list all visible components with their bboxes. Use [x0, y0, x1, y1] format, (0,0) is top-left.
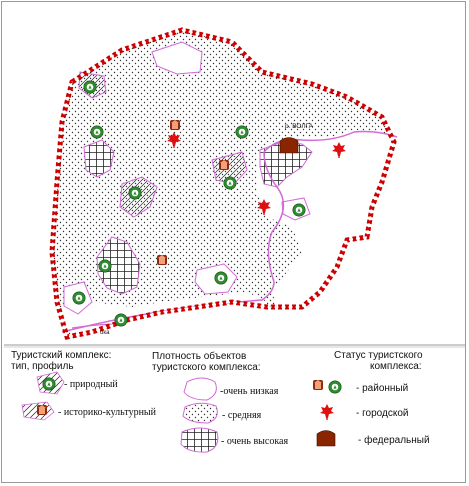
historic-complex-icon[interactable]	[170, 120, 180, 130]
volga-river-label: р. ВОЛГА	[285, 123, 314, 130]
legend-status-header-line1: Статус туристского	[334, 350, 423, 361]
legend-type-natural-label: - природный	[64, 379, 118, 390]
map-area: р. ВОЛГА ока	[49, 27, 398, 340]
legend-density-header-line2: туристского комплекса:	[152, 362, 261, 373]
density-medium-zone	[151, 41, 203, 75]
legend-status-city-label: - городской	[356, 408, 409, 419]
density-high-zone	[96, 236, 141, 295]
oka-river-label: ока	[100, 330, 110, 336]
natural-complex-icon[interactable]	[72, 291, 86, 305]
federal-complex-icon[interactable]	[279, 137, 299, 154]
natural-complex-icon[interactable]	[223, 176, 237, 190]
natural-complex-icon[interactable]	[90, 125, 104, 139]
region-boundary-inner	[51, 29, 395, 338]
legend-density-very-high-label: - очень высокая	[221, 436, 289, 447]
density-high-zones	[83, 139, 313, 295]
legend-status-header-line2: комплекса:	[370, 361, 422, 372]
legend-type-historic-label: - историко-культурный	[58, 407, 156, 418]
legend-type-header-line2: тип, профиль	[11, 361, 74, 372]
legend-natural-icon	[42, 377, 56, 391]
legend-district-icon	[313, 380, 323, 390]
natural-complex-icon[interactable]	[235, 125, 249, 139]
legend-density-very-low-swatch	[183, 377, 217, 401]
legend-density-header-line1: Плотность объектов	[152, 351, 247, 362]
legend-city-icon	[320, 404, 334, 420]
legend-status-district-label: - районный	[356, 383, 409, 394]
natural-complex-icon[interactable]	[292, 203, 306, 217]
historic-complex-icon[interactable]	[219, 160, 229, 170]
legend-symbols	[21, 371, 342, 453]
density-high-zone	[83, 139, 115, 178]
legend-type-header-line1: Туристский комплекс:	[11, 350, 112, 361]
legend-density-very-high-swatch	[180, 427, 219, 453]
legend-density-medium-swatch	[182, 402, 218, 424]
legend-federal-icon	[316, 430, 336, 447]
legend-status-federal-label: - федеральный	[358, 435, 430, 446]
legend-historic-icon	[37, 405, 47, 415]
natural-complex-icon[interactable]	[214, 271, 228, 285]
historic-complex-icon[interactable]	[157, 255, 167, 265]
legend-density-medium-label: - средняя	[222, 410, 262, 421]
natural-complex-icon[interactable]	[128, 186, 142, 200]
natural-complex-icon[interactable]	[83, 80, 97, 94]
natural-complex-icon[interactable]	[114, 313, 128, 327]
density-medium-zone	[211, 151, 248, 185]
legend-district-icon-natural	[328, 380, 342, 394]
legend-density-very-low-label: -очень низкая	[220, 386, 279, 397]
natural-complex-icon[interactable]	[98, 259, 112, 273]
